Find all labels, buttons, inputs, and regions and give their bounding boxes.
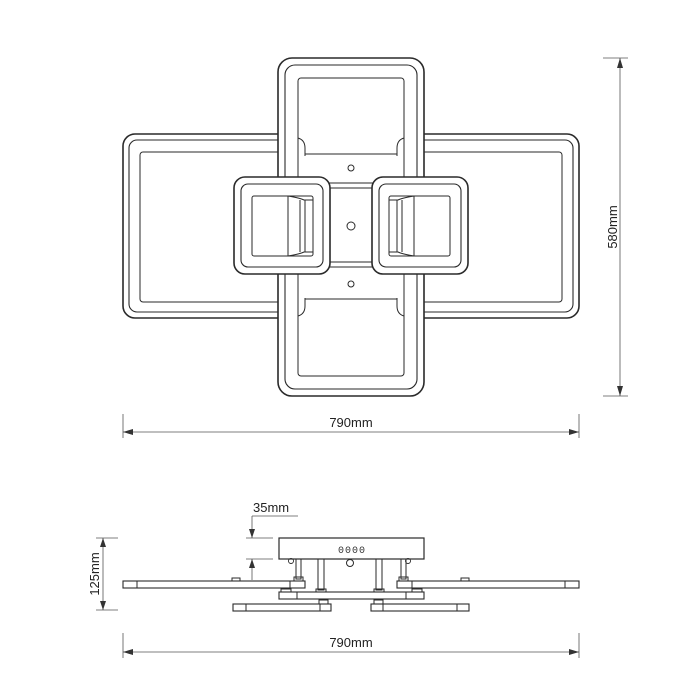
middle-bar bbox=[278, 588, 425, 600]
side-height-label: 125mm bbox=[87, 552, 102, 595]
canopy-height-dimension: 35mm bbox=[246, 500, 298, 580]
side-height-dimension: 125mm bbox=[87, 537, 118, 611]
top-view: 580mm 790mm bbox=[122, 57, 628, 438]
upper-panels bbox=[122, 577, 580, 589]
lower-panels bbox=[232, 599, 470, 612]
canopy: 0000 bbox=[278, 537, 425, 567]
right-square-ring bbox=[371, 176, 469, 275]
support-stems bbox=[293, 558, 409, 593]
mounting-hole-top bbox=[347, 164, 355, 172]
top-width-label: 790mm bbox=[329, 415, 372, 430]
canopy-marking: 0000 bbox=[338, 546, 366, 557]
side-width-dimension: 790mm bbox=[122, 633, 580, 658]
mounting-hole-center bbox=[346, 221, 356, 231]
height-label: 580mm bbox=[605, 205, 620, 248]
side-view: 0000 bbox=[87, 500, 580, 658]
left-square-ring bbox=[233, 176, 331, 275]
side-width-label: 790mm bbox=[329, 635, 372, 650]
mounting-hole-bottom bbox=[347, 280, 355, 288]
top-width-dimension: 790mm bbox=[122, 414, 580, 438]
height-dimension: 580mm bbox=[603, 57, 628, 397]
canopy-height-label: 35mm bbox=[253, 500, 289, 515]
